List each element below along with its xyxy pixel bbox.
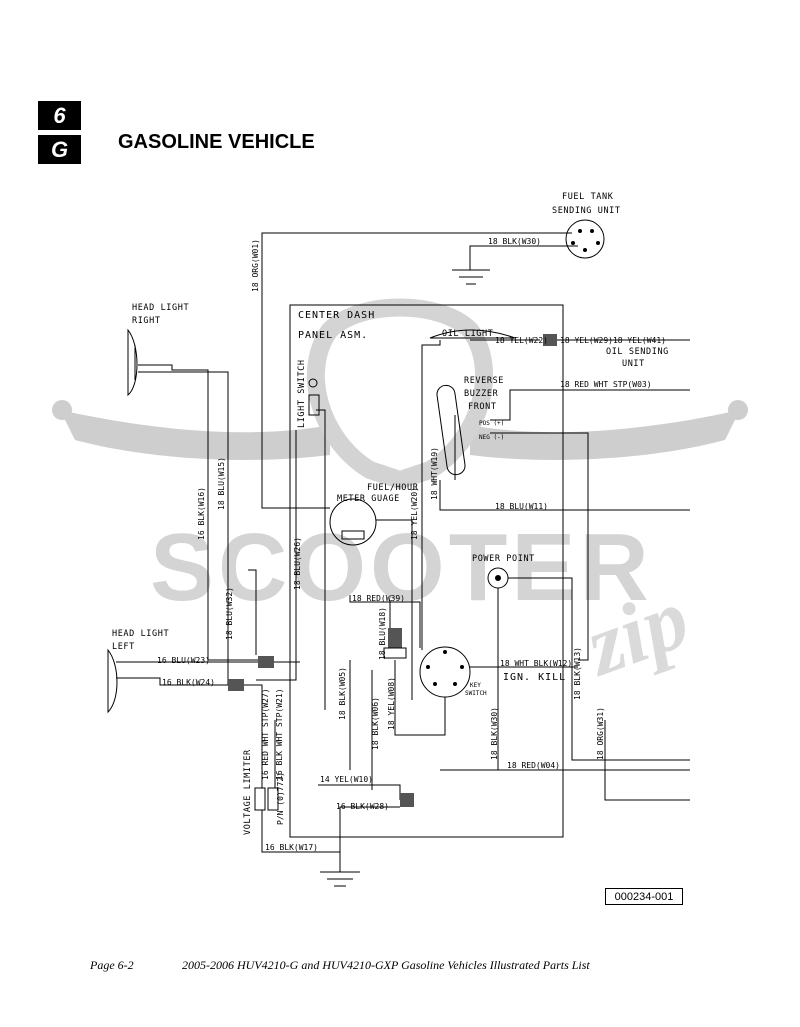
wire-label: 16 BLK(W24) bbox=[162, 678, 215, 687]
wire-label: 14 YEL(W10) bbox=[320, 775, 373, 784]
wire-label: 18 BLK(W13) bbox=[573, 647, 582, 700]
voltage-limiter: VOLTAGE LIMITER P/N (0)772) bbox=[243, 749, 285, 835]
footer-page-number: Page 6-2 bbox=[90, 958, 134, 972]
ign-kill-label: IGN. KILL bbox=[503, 672, 566, 683]
connector bbox=[258, 656, 274, 668]
svg-text:LEFT: LEFT bbox=[112, 642, 135, 652]
center-dash-panel-box bbox=[289, 304, 564, 838]
center-dash-label: PANEL ASM. bbox=[298, 330, 368, 341]
wire-label: 18 RED WHT STP(W03) bbox=[560, 380, 652, 389]
svg-text:RIGHT: RIGHT bbox=[132, 316, 161, 326]
wire-label: 18 YEL(W29)18 YEL(W41) bbox=[560, 336, 666, 345]
wire-label: 18 ORG(W01) bbox=[251, 239, 260, 292]
wire-label: 18 YEL(W08) bbox=[387, 677, 396, 730]
svg-text:P/N (0)772): P/N (0)772) bbox=[276, 772, 285, 825]
chapter-number-tab: 6 bbox=[38, 101, 81, 130]
svg-text:VOLTAGE LIMITER: VOLTAGE LIMITER bbox=[243, 749, 253, 835]
wire-label: 18 BLU(W11) bbox=[495, 502, 548, 511]
connector bbox=[400, 793, 414, 807]
svg-text:POS (+): POS (+) bbox=[479, 420, 504, 427]
wire-label: 18 WHT(W19) bbox=[430, 447, 439, 500]
svg-text:HEAD LIGHT: HEAD LIGHT bbox=[132, 303, 189, 313]
svg-text:KEY: KEY bbox=[470, 682, 481, 689]
wire-label: 18 BLK(W30) bbox=[490, 707, 499, 760]
svg-text:BUZZER: BUZZER bbox=[464, 389, 499, 399]
wire-label: 18 ORG(W31) bbox=[596, 707, 605, 760]
wire-label: 16 BLK(W17) bbox=[265, 843, 318, 852]
fuel-tank-label: FUEL TANK bbox=[562, 192, 614, 202]
wire-label: 16 BLK WHT STP(W21) bbox=[275, 688, 284, 780]
svg-text:FRONT: FRONT bbox=[468, 402, 497, 412]
wire-label: 18 YEL(W20) bbox=[410, 487, 419, 540]
ignition-key-switch: KEY SWITCH bbox=[419, 646, 487, 698]
svg-text:FUEL/HOUR: FUEL/HOUR bbox=[367, 483, 419, 493]
wire-label: 18 BLU(W32) bbox=[225, 587, 234, 640]
wire-label: 18 BLU(W26) bbox=[293, 537, 302, 590]
wire-label: 18 BLU(W18) bbox=[378, 607, 387, 660]
connector bbox=[388, 628, 402, 648]
svg-text:NEG (-): NEG (-) bbox=[479, 434, 504, 441]
connector bbox=[228, 679, 244, 691]
fuel-tank-sending-unit: FUEL TANK SENDING UNIT bbox=[552, 192, 621, 259]
reverse-buzzer: REVERSE BUZZER FRONT POS (+) NEG (-) bbox=[436, 376, 504, 476]
svg-text:SWITCH: SWITCH bbox=[465, 690, 487, 697]
fuel-hour-meter-gauge: FUEL/HOUR METER GUAGE bbox=[329, 483, 419, 546]
wire-label: 18 YEL(W22) bbox=[495, 336, 548, 345]
wire-label: 16 BLU(W23) bbox=[157, 656, 210, 665]
watermark-text: SCOOTER bbox=[150, 514, 653, 621]
svg-text:METER GUAGE: METER GUAGE bbox=[337, 494, 400, 504]
oil-light: OIL LIGHT bbox=[429, 329, 516, 339]
oil-sending-label: OIL SENDING bbox=[606, 347, 669, 357]
drawing-number: 000234-001 bbox=[605, 888, 683, 905]
wire-label: 18 BLK(W05) bbox=[338, 667, 347, 720]
light-switch: LIGHT SWITCH bbox=[297, 359, 320, 428]
wire-label: 18 BLK(W06) bbox=[371, 697, 380, 750]
watermark-logo: SCOOTER zip bbox=[52, 298, 748, 695]
wire-label: 18 RED(W04) bbox=[507, 761, 560, 770]
chapter-letter-tab: G bbox=[38, 135, 81, 164]
footer-description: 2005-2006 HUV4210-G and HUV4210-GXP Gaso… bbox=[182, 958, 590, 972]
page-title: GASOLINE VEHICLE bbox=[118, 131, 315, 153]
svg-text:HEAD LIGHT: HEAD LIGHT bbox=[112, 629, 169, 639]
svg-text:REVERSE: REVERSE bbox=[464, 376, 504, 386]
center-dash-label: CENTER DASH bbox=[298, 310, 375, 321]
wire-label: 18 RED(W39) bbox=[352, 594, 405, 603]
wire-label: 18 BLK(W30) bbox=[488, 237, 541, 246]
connector bbox=[543, 334, 557, 346]
wire-label: 16 BLK(W16) bbox=[197, 487, 206, 540]
wire-label: 18 WHT BLK(W12) bbox=[500, 659, 572, 668]
fuel-tank-label: SENDING UNIT bbox=[552, 206, 621, 216]
oil-sending-label: UNIT bbox=[622, 359, 645, 369]
wire-label: 16 RED WHT STP(W27) bbox=[261, 688, 270, 780]
svg-text:POWER POINT: POWER POINT bbox=[472, 554, 535, 564]
svg-text:LIGHT SWITCH: LIGHT SWITCH bbox=[297, 359, 307, 428]
watermark-wing bbox=[470, 410, 740, 460]
svg-text:OIL LIGHT: OIL LIGHT bbox=[442, 329, 493, 339]
wire-label: 18 BLU(W15) bbox=[217, 457, 226, 510]
head-light-right: HEAD LIGHT RIGHT bbox=[127, 303, 189, 397]
wire-label: 16 BLK(W28) bbox=[336, 802, 389, 811]
head-light-left: HEAD LIGHT LEFT bbox=[107, 629, 169, 714]
